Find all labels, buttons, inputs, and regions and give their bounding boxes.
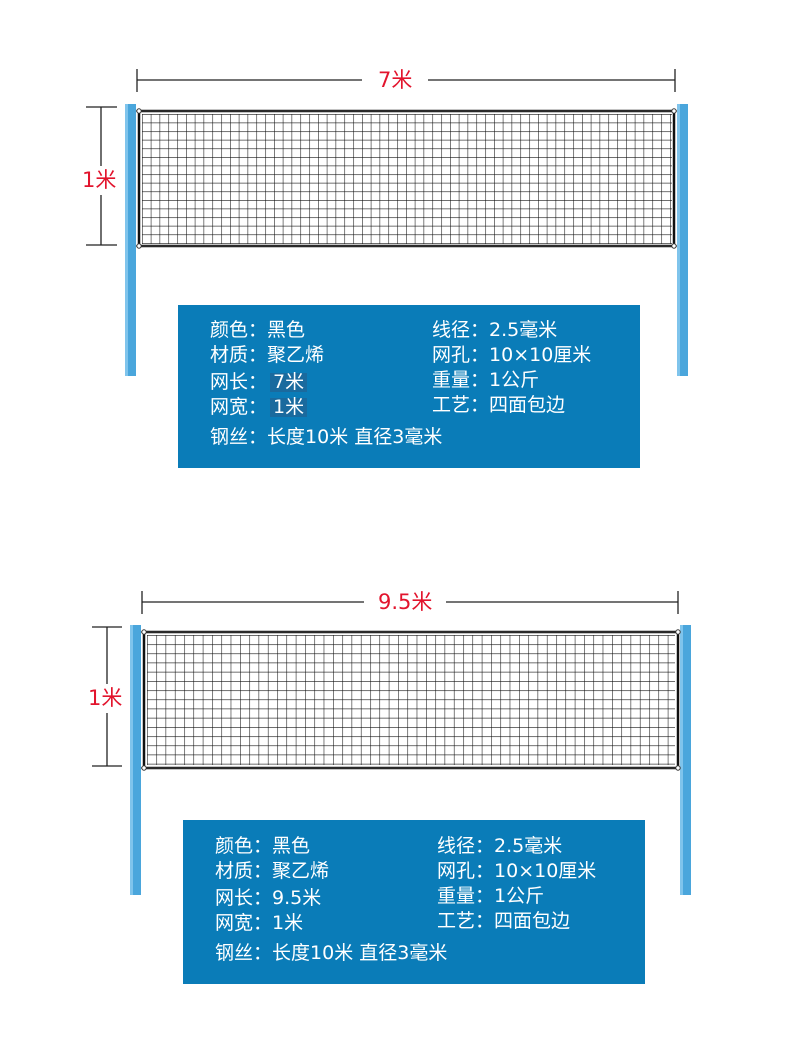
spec-wire: 钢丝：长度10米 直径3毫米 xyxy=(215,944,447,963)
spec-length: 网长：7米 xyxy=(210,371,308,393)
pole-right xyxy=(677,104,688,376)
spec-value: 长度10米 直径3毫米 xyxy=(267,426,443,448)
spec-key: 材质： xyxy=(210,344,268,366)
spec-key: 颜色： xyxy=(210,319,268,341)
spec-value: 7米 xyxy=(270,373,308,392)
pole-left xyxy=(125,104,136,376)
spec-value: 黑色 xyxy=(272,835,311,857)
spec-mesh: 网孔：10×10厘米 xyxy=(432,346,591,365)
spec-color: 颜色：黑色 xyxy=(215,837,310,856)
net-height-label: 1米 xyxy=(80,166,119,195)
spec-value: 四面包边 xyxy=(494,910,571,932)
pole-right xyxy=(680,625,691,895)
spec-thread: 线径：2.5毫米 xyxy=(437,837,562,856)
spec-box-small: 颜色：黑色 材质：聚乙烯 网长：7米 网宽：1米 钢丝：长度10米 直径3毫米 … xyxy=(178,305,640,468)
spec-color: 颜色：黑色 xyxy=(210,321,305,340)
net-panel-large: 9.5米 1米 颜色：黑色 材质：聚乙烯 网长：9.5米 网宽：1米 钢丝：长度… xyxy=(0,520,790,1020)
spec-value: 四面包边 xyxy=(489,394,566,416)
spec-value: 1公斤 xyxy=(494,885,545,907)
spec-key: 网孔： xyxy=(437,860,495,882)
spec-width: 网宽：1米 xyxy=(215,914,303,933)
spec-length: 网长：9.5米 xyxy=(215,889,321,908)
spec-key: 线径： xyxy=(437,835,495,857)
spec-value: 2.5毫米 xyxy=(489,319,558,341)
spec-material: 材质：聚乙烯 xyxy=(210,346,324,365)
spec-key: 工艺： xyxy=(437,910,495,932)
spec-key: 线径： xyxy=(432,319,490,341)
net-width-label: 9.5米 xyxy=(364,592,447,613)
spec-weight: 重量：1公斤 xyxy=(437,887,544,906)
spec-key: 重量： xyxy=(432,369,490,391)
net-mesh xyxy=(142,114,672,244)
spec-box-large: 颜色：黑色 材质：聚乙烯 网长：9.5米 网宽：1米 钢丝：长度10米 直径3毫… xyxy=(183,820,645,984)
spec-material: 材质：聚乙烯 xyxy=(215,862,329,881)
spec-value: 10×10厘米 xyxy=(494,860,597,882)
net-panel-small: 7米 1米 颜色：黑色 材质：聚乙烯 网长：7米 网宽：1米 钢丝：长度10米 … xyxy=(0,0,790,500)
spec-value: 2.5毫米 xyxy=(494,835,563,857)
spec-craft: 工艺：四面包边 xyxy=(437,912,570,931)
spec-key: 网长： xyxy=(215,887,273,909)
spec-value: 长度10米 直径3毫米 xyxy=(272,942,448,964)
spec-key: 网长： xyxy=(210,371,268,393)
spec-weight: 重量：1公斤 xyxy=(432,371,539,390)
spec-wire: 钢丝：长度10米 直径3毫米 xyxy=(210,428,442,447)
spec-key: 重量： xyxy=(437,885,495,907)
spec-key: 材质： xyxy=(215,860,273,882)
spec-value: 9.5米 xyxy=(272,887,322,909)
spec-key: 钢丝： xyxy=(215,942,273,964)
spec-key: 网宽： xyxy=(215,912,273,934)
spec-key: 网宽： xyxy=(210,396,268,418)
spec-value: 1米 xyxy=(270,398,308,417)
pole-left xyxy=(130,625,141,895)
spec-value: 1公斤 xyxy=(489,369,540,391)
spec-key: 颜色： xyxy=(215,835,273,857)
spec-craft: 工艺：四面包边 xyxy=(432,396,565,415)
net-width-label: 7米 xyxy=(362,70,429,91)
spec-mesh: 网孔：10×10厘米 xyxy=(437,862,596,881)
spec-key: 网孔： xyxy=(432,344,490,366)
net-illustration-small xyxy=(86,69,688,376)
spec-width: 网宽：1米 xyxy=(210,396,308,418)
spec-thread: 线径：2.5毫米 xyxy=(432,321,557,340)
spec-value: 1米 xyxy=(272,912,304,934)
spec-value: 10×10厘米 xyxy=(489,344,592,366)
net-illustration-large xyxy=(92,591,691,895)
net-height-label: 1米 xyxy=(86,684,125,713)
spec-value: 黑色 xyxy=(267,319,306,341)
spec-value: 聚乙烯 xyxy=(272,860,330,882)
spec-key: 钢丝： xyxy=(210,426,268,448)
spec-value: 聚乙烯 xyxy=(267,344,325,366)
spec-key: 工艺： xyxy=(432,394,490,416)
net-mesh xyxy=(147,635,675,765)
